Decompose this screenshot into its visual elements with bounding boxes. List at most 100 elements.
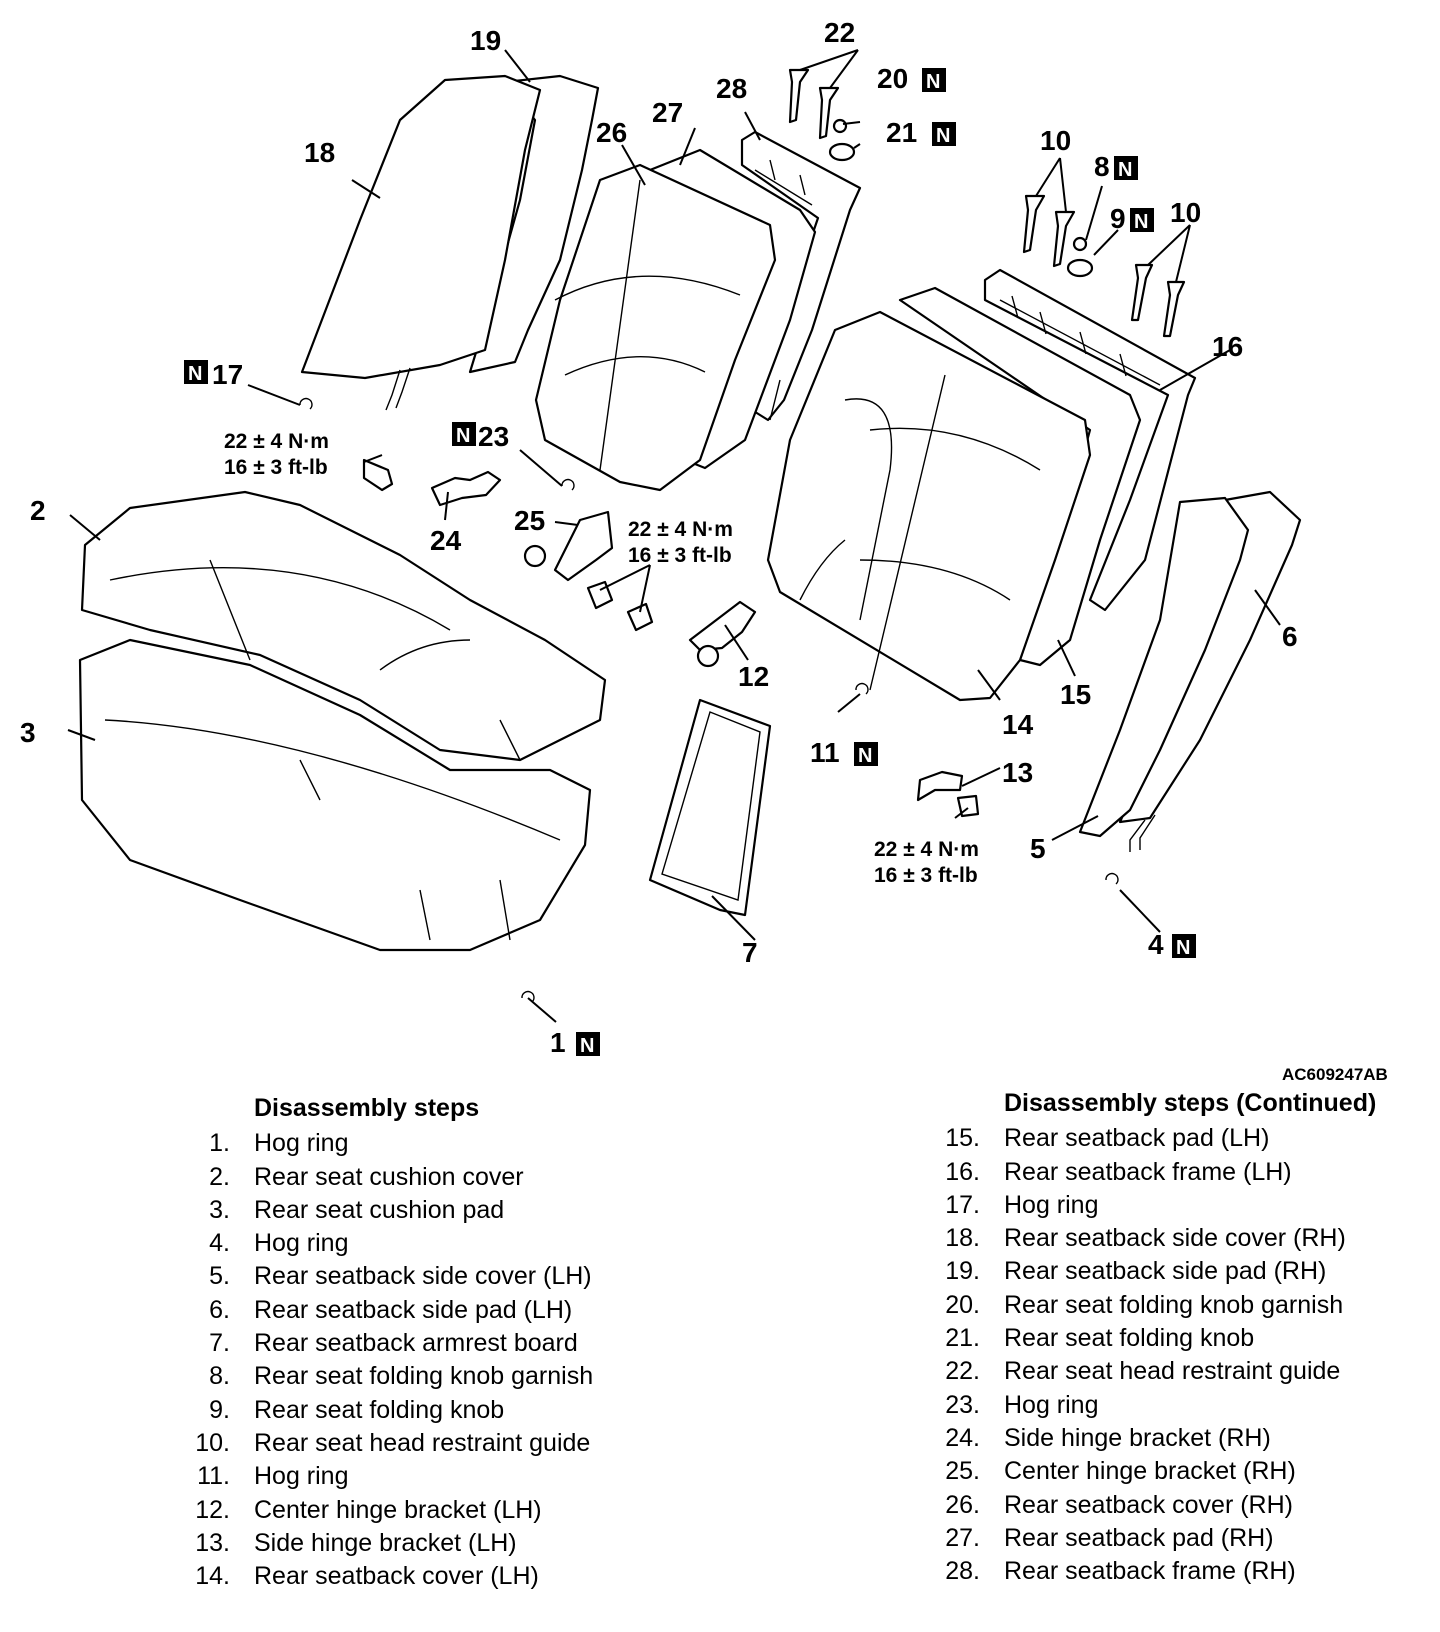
callout-28: 28 — [716, 73, 747, 104]
callout-16: 16 — [1212, 331, 1243, 362]
n-mark-21: N — [936, 125, 950, 147]
step-number: 8. — [209, 1362, 230, 1391]
step-text: Rear seatback side pad (RH) — [1004, 1257, 1327, 1286]
n-mark-20: N — [926, 71, 940, 93]
step-item: 27.Rear seatback pad (RH) — [918, 1522, 1376, 1555]
step-text: Rear seatback cover (RH) — [1004, 1490, 1293, 1519]
callout-18: 18 — [304, 137, 335, 168]
step-number: 18. — [945, 1224, 980, 1253]
step-text: Hog ring — [1004, 1390, 1099, 1419]
step-number: 11. — [197, 1462, 230, 1491]
rear-seatback-armrest-board — [648, 698, 772, 917]
rear-seatback-side-pad-rh — [468, 74, 600, 374]
step-text: Rear seatback pad (RH) — [1004, 1523, 1274, 1552]
step-number: 9. — [209, 1395, 230, 1424]
step-number: 28. — [945, 1557, 980, 1586]
callout-7: 7 — [742, 937, 758, 968]
step-number: 10. — [195, 1428, 230, 1457]
step-text: Rear seat folding knob garnish — [1004, 1290, 1344, 1319]
step-text: Rear seatback side cover (RH) — [1004, 1224, 1346, 1253]
hog-rings — [299, 397, 1119, 1003]
callout-22: 22 — [824, 17, 855, 48]
rear-seatback-cover-lh — [766, 310, 1092, 702]
step-text: Center hinge bracket (RH) — [1004, 1457, 1296, 1486]
step-number: 25. — [945, 1457, 980, 1486]
step-text: Rear seat folding knob — [254, 1395, 505, 1424]
step-number: 12. — [195, 1495, 230, 1524]
center-hinge-bracket-lh — [688, 600, 757, 668]
step-text: Rear seat cushion cover — [254, 1162, 524, 1191]
step-text: Hog ring — [254, 1229, 349, 1258]
step-text: Side hinge bracket (LH) — [254, 1528, 517, 1557]
step-item: 12.Center hinge bracket (LH) — [168, 1494, 593, 1527]
step-item: 15. Rear seatback pad (LH) — [918, 1122, 1376, 1155]
rear-seat-head-restraint-guides-rh — [788, 68, 856, 162]
step-text: Rear seat folding knob — [1004, 1324, 1255, 1353]
n-mark-23: N — [456, 425, 470, 447]
step-item: 26. Rear seatback cover (RH) — [918, 1489, 1376, 1522]
callout-24: 24 — [430, 525, 462, 556]
step-text: Rear seatback side cover (LH) — [254, 1262, 592, 1291]
step-text: Rear seat head restraint guide — [254, 1428, 591, 1457]
step-number: 26. — [945, 1490, 980, 1519]
step-item: 4. Hog ring — [168, 1227, 593, 1260]
step-item: 11. Hog ring — [168, 1460, 593, 1493]
steps-right-list: 15.Rear seatback pad (LH)16.Rear seatbac… — [918, 1122, 1376, 1588]
step-number: 24. — [945, 1423, 980, 1452]
steps-left-title: Disassembly steps — [254, 1094, 480, 1122]
step-number: 22. — [945, 1357, 980, 1386]
step-number: 14. — [195, 1562, 230, 1591]
callout-6: 6 — [1282, 621, 1298, 652]
step-item: 16.Rear seatback frame (LH) — [918, 1156, 1376, 1189]
step-number: 3. — [209, 1195, 230, 1224]
step-item: 21.Rear seat folding knob — [918, 1322, 1376, 1355]
step-item: 23. Hog ring — [918, 1389, 1376, 1422]
step-number: 19. — [945, 1257, 980, 1286]
step-item: 19. Rear seatback side pad (RH) — [918, 1255, 1376, 1288]
step-number: 6. — [209, 1295, 230, 1324]
disassembly-steps-right: Disassembly steps (Continued) 15.Rear se… — [918, 1087, 1376, 1588]
step-text: Hog ring — [254, 1129, 349, 1158]
step-text: Rear seat cushion pad — [254, 1195, 505, 1224]
callout-23: 23 — [478, 421, 509, 452]
figure-id: AC609247AB — [1282, 1065, 1388, 1084]
step-text: Side hinge bracket (RH) — [1004, 1423, 1271, 1452]
step-text: Rear seatback pad (LH) — [1004, 1124, 1270, 1153]
step-item: 9. Rear seat folding knob — [168, 1394, 593, 1427]
step-item: 18. Rear seatback side cover (RH) — [918, 1222, 1376, 1255]
step-number: 20. — [945, 1290, 980, 1319]
step-item: 25. Center hinge bracket (RH) — [918, 1455, 1376, 1488]
step-number: 23. — [945, 1390, 980, 1419]
rear-seatback-frame-lh — [983, 268, 1197, 612]
callout-15: 15 — [1060, 679, 1091, 710]
step-item: 7.Rear seatback armrest board — [168, 1327, 593, 1360]
callout-10a: 10 — [1040, 125, 1071, 156]
step-item: 3. Rear seat cushion pad — [168, 1194, 593, 1227]
step-item: 10. Rear seat head restraint guide — [168, 1427, 593, 1460]
step-number: 16. — [945, 1157, 980, 1186]
torque-imperial-24: 16 ± 3 ft-lb — [224, 456, 328, 479]
step-number: 5. — [209, 1262, 230, 1291]
rear-seatback-cover-rh — [534, 163, 777, 492]
n-mark-9: N — [1134, 211, 1148, 233]
callout-3: 3 — [20, 717, 36, 748]
callout-26: 26 — [596, 117, 627, 148]
exploded-parts-diagram: 19 18 22 20 N 21 N 28 27 26 10 8 N 9 N 1… — [20, 17, 1302, 1058]
callout-13: 13 — [1002, 757, 1033, 788]
rear-seat-head-restraint-guides-lh — [1022, 194, 1186, 338]
callout-5: 5 — [1030, 833, 1046, 864]
n-mark-1: N — [580, 1035, 594, 1057]
step-text: Rear seatback cover (LH) — [254, 1562, 539, 1591]
step-item: 17.Hog ring — [918, 1189, 1376, 1222]
step-item: 8.Rear seat folding knob garnish — [168, 1360, 593, 1393]
callout-4: 4 — [1148, 929, 1164, 960]
step-item: 5. Rear seatback side cover (LH) — [168, 1260, 593, 1293]
n-mark-17: N — [188, 363, 202, 385]
step-text: Hog ring — [254, 1462, 349, 1491]
step-number: 15. — [945, 1124, 980, 1153]
torque-metric-24: 22 ± 4 N·m — [224, 430, 329, 453]
step-number: 4. — [209, 1229, 230, 1258]
callout-2: 2 — [30, 495, 46, 526]
callout-11: 11 — [810, 737, 840, 768]
